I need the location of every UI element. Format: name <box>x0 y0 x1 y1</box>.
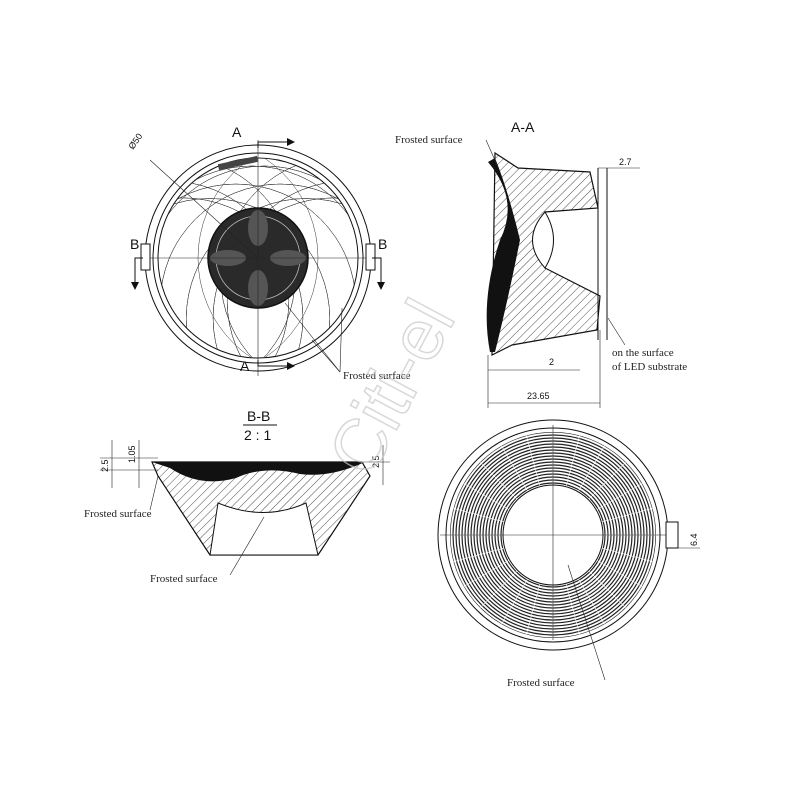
back-texture-spoke <box>588 570 627 609</box>
back-texture-spoke <box>479 570 518 609</box>
front-mesh-arc <box>158 165 358 358</box>
back-frosted-leader <box>567 564 606 681</box>
section-aa-dark-face <box>486 158 520 352</box>
back-texture-spoke <box>588 461 627 500</box>
front-logo-mark <box>217 155 259 171</box>
back-frosted-label: Frosted surface <box>507 677 575 689</box>
back-texture-spoke <box>463 483 510 511</box>
diameter-leader <box>149 159 259 259</box>
section-bb-frosted-left-leader <box>149 475 159 511</box>
section-a-top-label: A <box>232 124 242 140</box>
section-aa-dim-top: 2.7 <box>619 157 632 167</box>
back-texture-spoke <box>596 559 643 587</box>
back-texture-spoke <box>577 578 605 625</box>
front-frosted-leader-1 <box>284 302 341 373</box>
section-b-left-arrowhead <box>131 282 139 290</box>
section-bb-frosted-bottom-leader <box>229 516 265 576</box>
section-b-left-arrow <box>134 257 143 282</box>
back-texture-spoke <box>565 583 580 635</box>
section-a-top-arrowhead <box>287 138 295 146</box>
back-tab-right <box>665 521 679 549</box>
front-mesh-arc <box>158 197 304 358</box>
front-tab-left <box>140 243 151 271</box>
section-aa-substrate-line2: of LED substrate <box>612 361 687 373</box>
section-aa-substrate-line1: on the surface <box>612 347 674 359</box>
back-view: 6.4 Frosted surface <box>437 419 700 689</box>
back-texture-spoke <box>601 508 653 523</box>
front-frosted-leader-3 <box>339 307 343 373</box>
section-b-right-arrowhead <box>377 282 385 290</box>
section-a-top-arrow <box>257 141 287 148</box>
back-texture-spoke <box>453 508 505 523</box>
back-texture-spoke <box>463 559 510 587</box>
section-b-right-label: B <box>378 236 387 252</box>
section-a-bottom-arrow <box>257 360 287 367</box>
section-aa-frosted-leader <box>485 139 498 166</box>
back-texture-spoke <box>501 578 529 625</box>
watermark: Citi-el <box>313 287 470 487</box>
section-aa-title: A-A <box>511 119 535 135</box>
front-mesh-arc <box>212 197 358 358</box>
section-bb-title: B-B <box>247 408 270 424</box>
back-texture-spoke <box>577 445 605 492</box>
front-view: A A B B Ø50 Frosted surface <box>126 124 411 382</box>
back-texture-spoke <box>565 435 580 487</box>
section-bb-view: B-B 2 : 1 2.5 1.05 2.5 Frosted surface F… <box>84 408 390 585</box>
back-texture-spoke <box>453 547 505 562</box>
section-bb-dark-face <box>152 462 365 482</box>
back-texture-spoke <box>501 445 529 492</box>
section-b-right-arrow <box>372 257 382 282</box>
section-aa-dim-bottom: 2 <box>549 357 554 367</box>
back-texture-spoke <box>526 435 541 487</box>
section-bb-scale: 2 : 1 <box>244 427 271 443</box>
front-frosted-label: Frosted surface <box>343 370 411 382</box>
section-bb-frosted-left: Frosted surface <box>84 508 152 520</box>
section-aa-cavity <box>532 211 554 269</box>
section-aa-dim-width: 23.65 <box>527 391 550 401</box>
section-bb-dim-left-outer: 2.5 <box>100 459 110 472</box>
section-bb-cavity <box>209 502 319 556</box>
front-mesh-arc <box>158 198 331 358</box>
front-mesh-arc <box>158 165 358 358</box>
back-dim-tab: 6.4 <box>689 533 699 546</box>
section-a-bottom-arrowhead <box>287 362 295 370</box>
section-bb-dim-left-inner: 1.05 <box>127 445 137 463</box>
front-mesh-arc <box>185 198 358 358</box>
diameter-label: Ø50 <box>126 131 144 151</box>
back-texture-spoke <box>596 483 643 511</box>
section-aa-view: A-A 2.7 2 23.65 Frosted surface on the s… <box>395 119 687 408</box>
front-tab-right <box>365 243 376 271</box>
back-texture-spoke <box>479 461 518 500</box>
section-aa-frosted-label: Frosted surface <box>395 134 463 146</box>
section-bb-dim-right: 2.5 <box>371 455 381 468</box>
section-b-left-label: B <box>130 236 139 252</box>
front-frosted-leader-2 <box>311 339 341 373</box>
back-texture-spoke <box>526 583 541 635</box>
section-a-bottom-label: A <box>240 358 250 374</box>
back-texture-spoke <box>601 547 653 562</box>
section-bb-frosted-bottom: Frosted surface <box>150 573 218 585</box>
section-aa-substrate-leader <box>607 317 626 346</box>
